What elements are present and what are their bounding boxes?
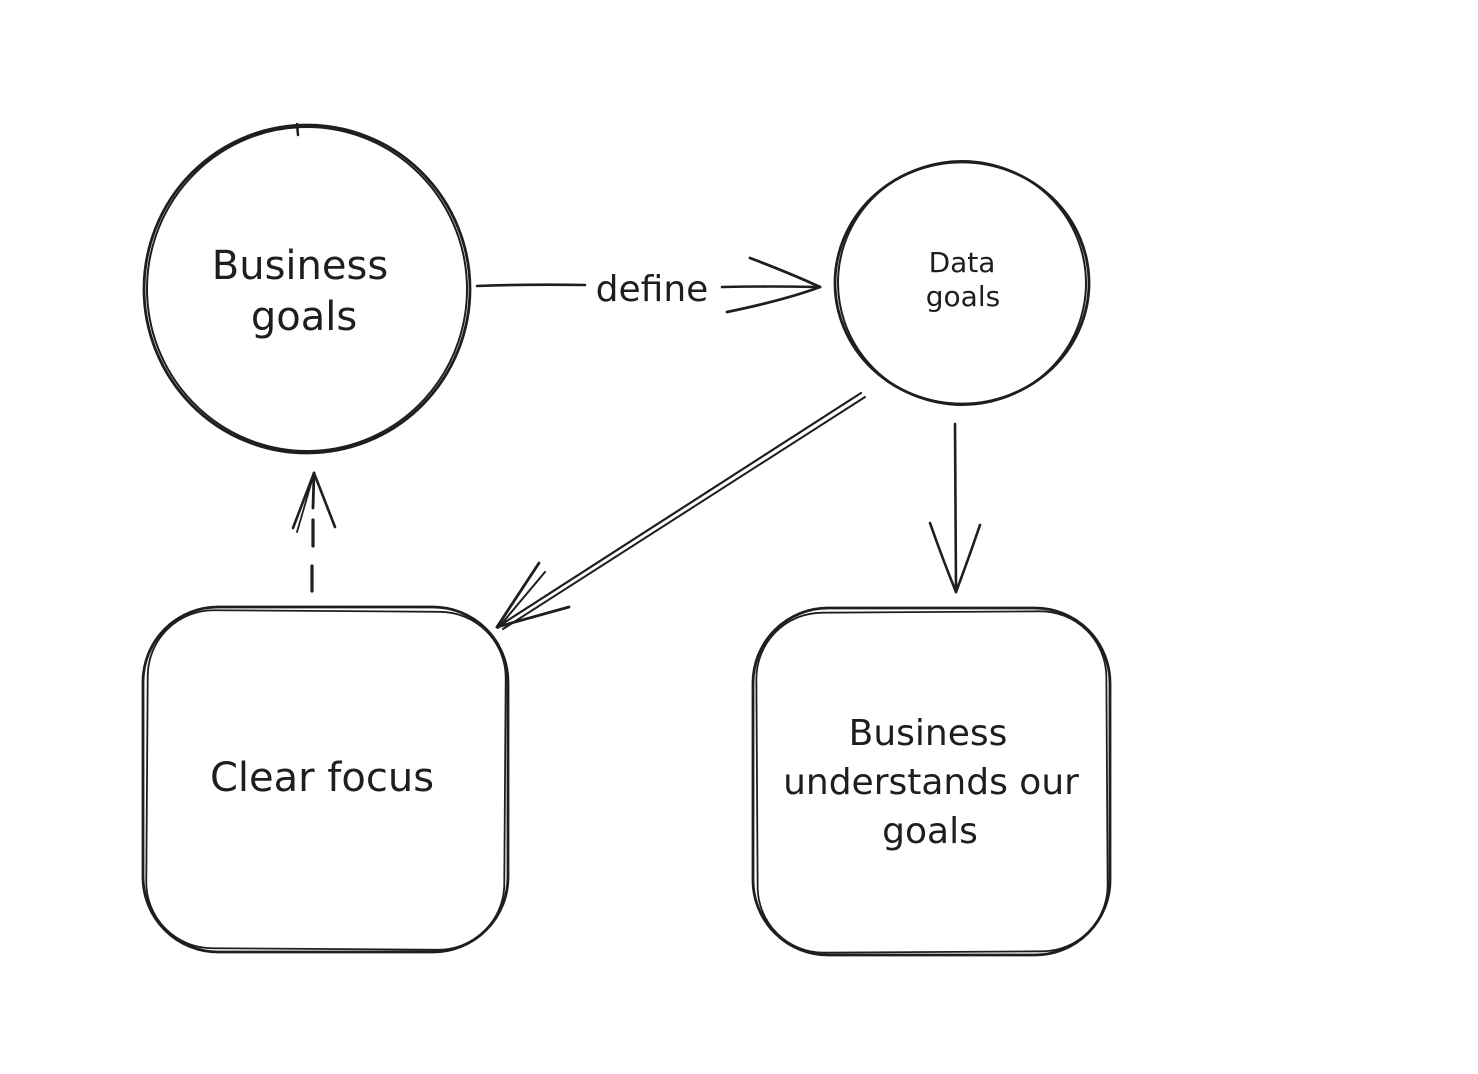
business-understands-label-line2: understands our [783, 762, 1079, 803]
define-arrowhead-lower [725, 285, 822, 314]
dashed-arrow-tip-segment [311, 471, 316, 510]
diagonal-arrow-line-1 [497, 391, 863, 628]
clear-focus-rect [141, 605, 510, 954]
data-goals-to-clear-focus-arrow[interactable] [495, 391, 866, 630]
diagonal-arrowhead-wing-lower [495, 605, 571, 629]
define-arrow-line-left [475, 283, 587, 288]
diagonal-arrowhead-wing-upper [495, 561, 541, 629]
business-goals-node[interactable]: Business goals [140, 120, 474, 458]
dashed-arrowhead-wing-left-overstroke [296, 476, 314, 533]
data-goals-label-line2: goals [926, 280, 1000, 313]
dashed-arrowhead-wing-right [312, 471, 337, 529]
business-goals-label-line2: goals [251, 294, 357, 340]
business-goals-pen-start-mark [295, 122, 300, 137]
business-understands-node[interactable]: Business understands our goals [751, 606, 1112, 957]
data-goals-circle-sketch-overstroke [837, 159, 1087, 407]
clear-focus-to-business-goals-dashed-arrow[interactable] [291, 471, 337, 593]
vertical-arrowhead-wing-right [954, 523, 982, 594]
dashed-arrowhead-wing-left [291, 471, 316, 530]
business-understands-rect-sketch-overstroke [755, 610, 1109, 954]
data-goals-circle [833, 160, 1091, 406]
business-goals-label-line1: Business [212, 243, 388, 289]
define-arrow-line-right [720, 285, 819, 289]
clear-focus-node[interactable]: Clear focus [141, 605, 510, 954]
vertical-arrow-line [953, 422, 958, 592]
diagonal-arrow-line-2 [502, 396, 866, 630]
clear-focus-rect-sketch-overstroke [145, 609, 507, 951]
business-understands-label-line1: Business [849, 713, 1008, 754]
business-understands-rect [751, 606, 1112, 957]
data-goals-label-line1: Data [929, 246, 996, 279]
business-goals-circle [142, 123, 472, 455]
business-goals-circle-sketch-overstroke [145, 126, 469, 452]
define-arrowhead-upper [748, 256, 822, 289]
vertical-arrowhead-wing-left [928, 521, 958, 594]
data-goals-node[interactable]: Data goals [832, 155, 1092, 412]
clear-focus-label: Clear focus [210, 755, 434, 801]
define-arrow[interactable]: define [475, 256, 822, 314]
business-understands-label-line3: goals [882, 811, 978, 852]
diagonal-arrowhead-wing-upper-overstroke [497, 571, 546, 629]
define-arrow-label: define [596, 269, 709, 310]
data-goals-to-business-understands-arrow[interactable] [928, 422, 982, 594]
